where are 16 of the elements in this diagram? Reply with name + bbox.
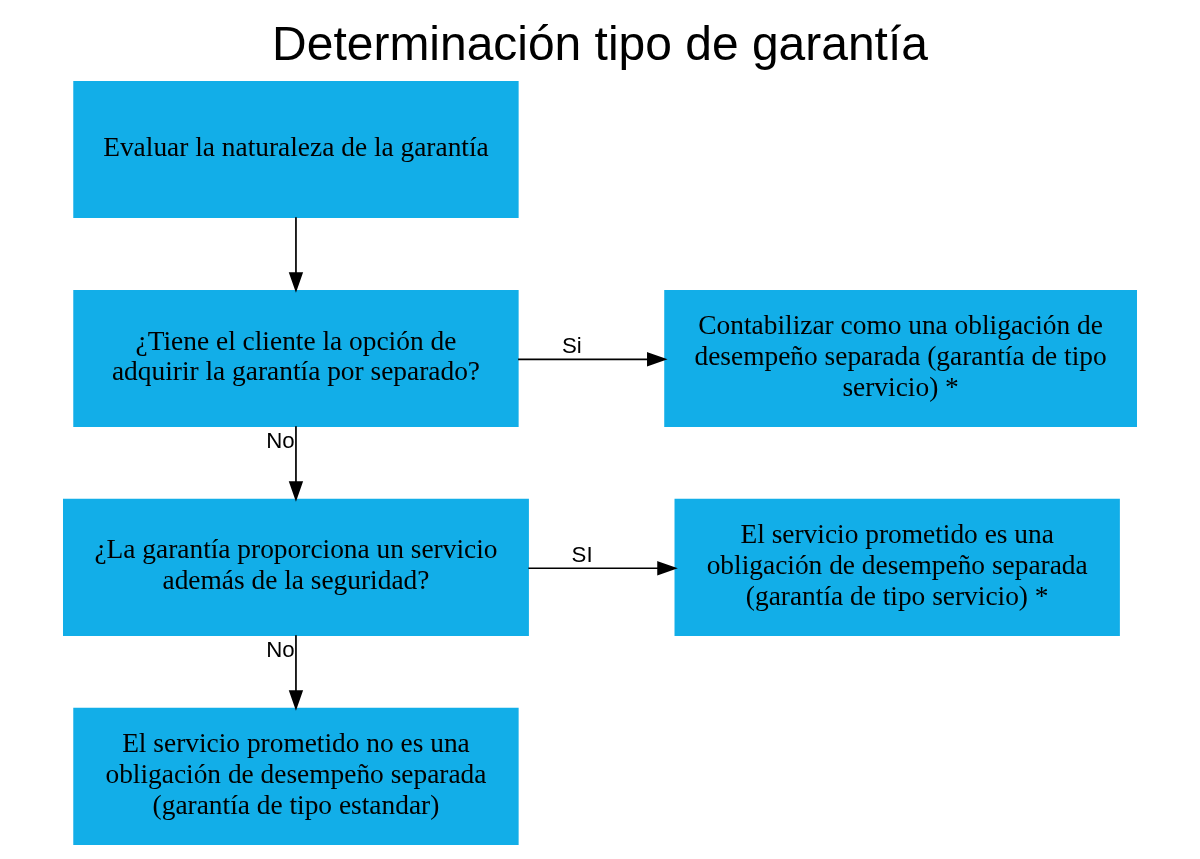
node-box: Contabilizar como una obligación de desempeño separada (garantía de tipo servicio) * xyxy=(664,289,1137,427)
edge-label: Si xyxy=(561,333,582,359)
node-box: El servicio prometido es una obligación de desempeño separada (garantía de tipo servicio) * xyxy=(674,498,1120,636)
edge-label: No xyxy=(266,636,295,662)
edge-label: No xyxy=(266,427,295,453)
arrow xyxy=(288,425,304,502)
node-box: ¿Tiene el cliente la opción de adquirir la garantía por separado? xyxy=(73,289,519,427)
node-box: El servicio prometido no es una obligación de desempeño separada (garantía de tipo estandar) xyxy=(73,707,519,845)
arrow xyxy=(517,352,668,367)
node-box: Evaluar la naturaleza de la garantía xyxy=(73,80,519,218)
arrow xyxy=(288,216,304,293)
arrow xyxy=(288,634,304,711)
arrow xyxy=(527,561,678,576)
node-box: ¿La garantía proporciona un servicio además de la seguridad? xyxy=(63,498,529,636)
edge-label: SI xyxy=(571,542,593,568)
diagram-title: Determinación tipo de garantía xyxy=(272,17,928,71)
